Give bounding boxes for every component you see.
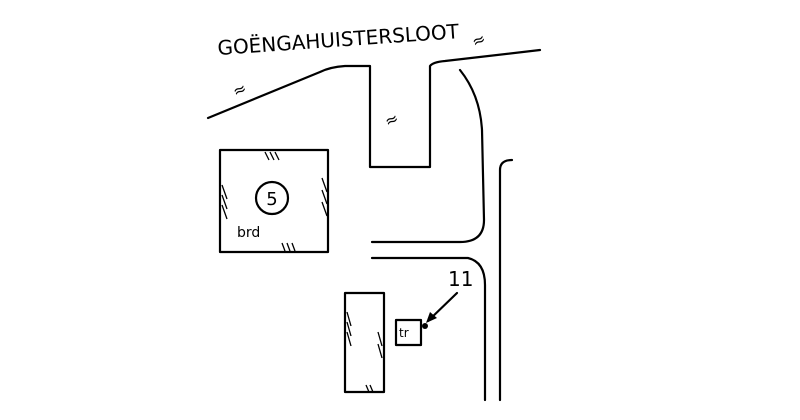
parcel-label: brd <box>237 225 260 241</box>
water-symbol-center: ≈ <box>381 108 401 131</box>
road-edges <box>370 68 514 402</box>
parcel-number: 5 <box>266 189 277 210</box>
canal-outline <box>206 48 542 169</box>
canal-name-label: GOËNGAHUISTERSLOOT <box>217 19 461 60</box>
marker-box <box>394 318 428 347</box>
parcel-number-circle <box>254 180 290 216</box>
building-small <box>343 291 386 394</box>
marker-number: 11 <box>448 267 473 291</box>
water-symbol-left: ≈ <box>229 78 249 101</box>
arrow-icon <box>426 291 459 323</box>
water-symbol-right: ≈ <box>469 29 489 52</box>
marker-point <box>422 323 428 329</box>
marker-label: tr <box>399 326 409 340</box>
building-parcel-5 <box>218 148 330 254</box>
